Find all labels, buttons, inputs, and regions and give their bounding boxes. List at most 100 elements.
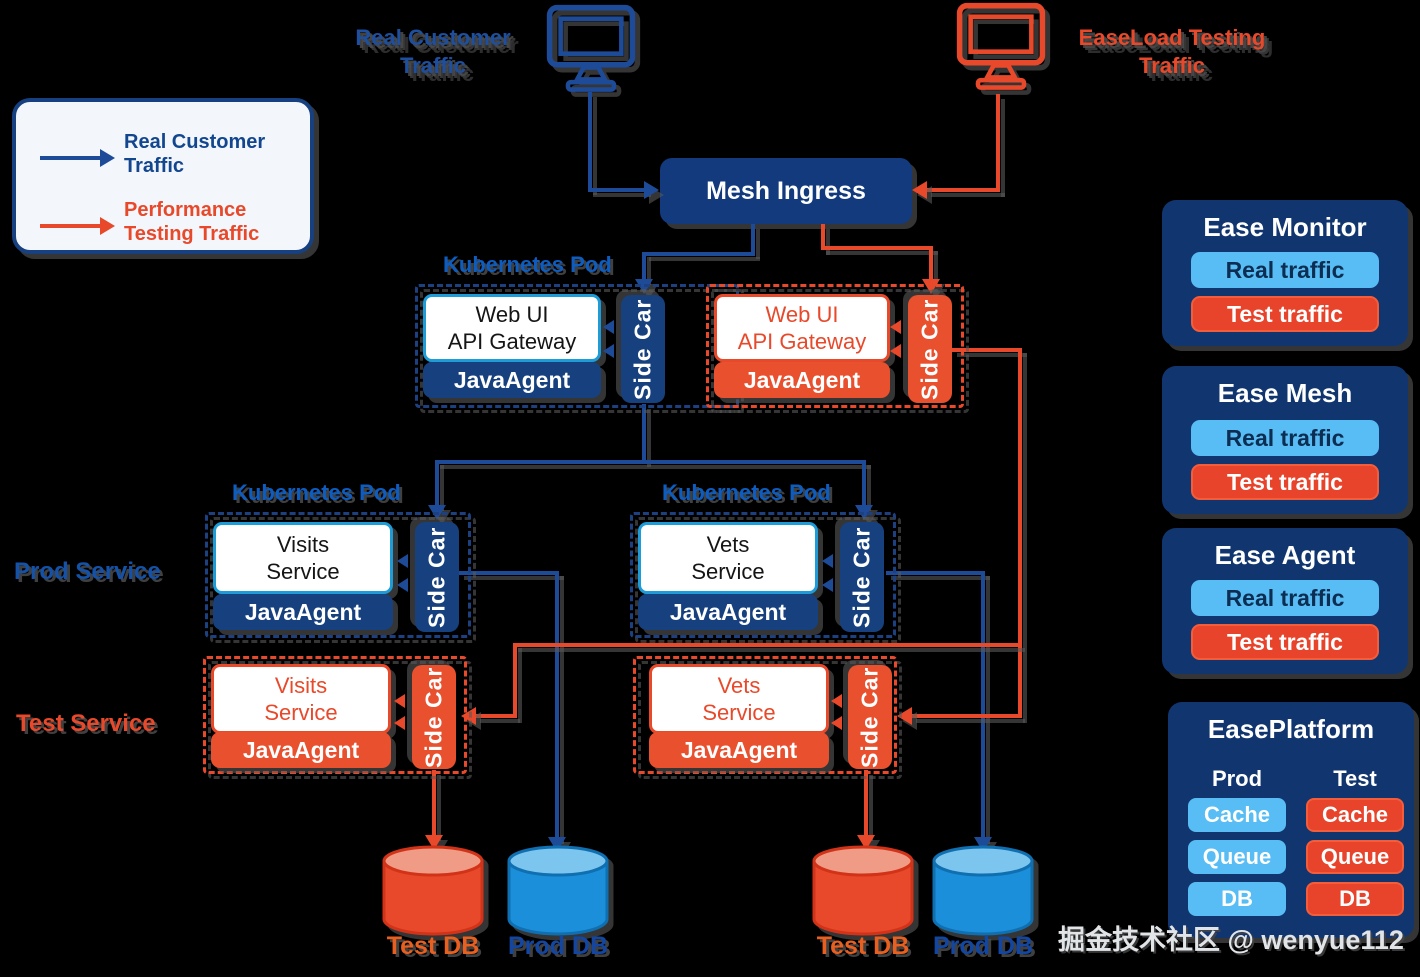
ease-monitor-test-traffic-button: Test traffic <box>1191 296 1379 332</box>
line-mesh-right-orange <box>821 246 933 250</box>
ease-monitor-real-traffic-button: Real traffic <box>1191 252 1379 288</box>
ease-agent-real-traffic-button: Real traffic <box>1191 580 1379 616</box>
line-test-main-vertical <box>1018 348 1022 718</box>
panel-ease-monitor-title: Ease Monitor <box>1203 212 1367 242</box>
test-db-button: DB <box>1306 882 1404 916</box>
visits-prod-pod: Visits Service JavaAgent Side Car <box>205 512 471 638</box>
visits-prod-pod-border <box>205 512 471 638</box>
panel-ease-monitor: Ease Monitor Real traffic Test traffic <box>1162 200 1408 346</box>
prod-queue-button: Queue <box>1188 840 1286 874</box>
arrow-test-into-mesh <box>912 181 927 199</box>
vets-prod-javaagent: JavaAgent <box>638 594 818 630</box>
real-traffic-source-label: Real Customer Traffic <box>355 25 511 78</box>
visits-prod-internal-arrow-1 <box>397 554 408 568</box>
vets-prod-pod-border <box>630 512 896 638</box>
gateway-test-sidecar: Side Car <box>908 295 952 403</box>
panel-ease-platform: EasePlatform Prod Test Cache Queue DB Ca… <box>1168 702 1414 938</box>
line-into-visits-test-sidecar <box>475 714 515 718</box>
vets-test-service-box: Vets Service <box>649 664 829 734</box>
real-traffic-monitor-icon <box>546 4 636 92</box>
gateway-prod-pod: Web UI API Gateway JavaAgent Side Car <box>415 284 739 408</box>
prod-db-cylinder-left <box>507 845 609 936</box>
line-gateway-sidecar-down <box>642 404 646 462</box>
legend-real-label: Real Customer Traffic <box>124 131 266 177</box>
gateway-test-javaagent: JavaAgent <box>714 362 890 398</box>
line-vets-to-proddb-h <box>886 571 985 575</box>
line-into-gateway-sidecar <box>642 252 646 280</box>
visits-test-javaagent: JavaAgent <box>211 732 391 768</box>
line-into-vets-sidecar <box>862 460 866 506</box>
vets-test-sidecar: Side Car <box>848 665 892 769</box>
line-gateway-test-out <box>952 348 1022 352</box>
ease-mesh-test-traffic-button: Test traffic <box>1191 464 1379 500</box>
mesh-ingress-box: Mesh Ingress <box>660 158 912 224</box>
line-vets-test-to-testdb <box>864 770 868 836</box>
legend-test-label: Performance Testing Traffic <box>124 199 260 245</box>
line-visits-test-to-testdb <box>432 770 436 836</box>
vets-test-javaagent: JavaAgent <box>649 732 829 768</box>
ease-mesh-real-traffic-button: Real traffic <box>1191 420 1379 456</box>
gateway-test-service-box: Web UI API Gateway <box>714 294 890 362</box>
test-queue-button: Queue <box>1306 840 1404 874</box>
vets-pod-label: Kubernetes Pod <box>662 480 831 505</box>
vets-test-internal-arrow-2 <box>831 716 842 730</box>
gateway-test-internal-arrow-2 <box>890 344 901 358</box>
arrow-into-vets-test-sidecar <box>897 707 912 725</box>
line-mesh-down-blue <box>751 224 755 254</box>
legend-test-arrow-line <box>40 224 102 228</box>
line-split-horizontal <box>435 460 866 464</box>
line-into-visits-sidecar <box>435 460 439 506</box>
line-test-into-mesh <box>926 188 1000 192</box>
line-test-branch-down <box>513 643 517 718</box>
test-db-label-left: Test DB <box>386 932 480 960</box>
gateway-prod-internal-arrow-1 <box>603 320 614 334</box>
visits-prod-javaagent: JavaAgent <box>213 594 393 630</box>
panel-ease-agent-title: Ease Agent <box>1214 540 1356 570</box>
line-test-monitor-down <box>996 94 1000 192</box>
prod-db-cylinder-right <box>932 845 1034 936</box>
line-test-branch-left <box>513 643 1020 647</box>
vets-prod-service-box: Vets Service <box>638 522 818 594</box>
ease-platform-prod-header: Prod <box>1211 766 1263 791</box>
vets-prod-pod: Vets Service JavaAgent Side Car <box>630 512 896 638</box>
test-db-cylinder-left <box>382 845 484 936</box>
ease-platform-test-header: Test <box>1333 766 1377 791</box>
prod-cache-button: Cache <box>1188 798 1286 832</box>
line-visits-to-proddb-v <box>555 571 559 839</box>
visits-test-sidecar: Side Car <box>412 665 456 769</box>
vets-test-internal-arrow-1 <box>831 694 842 708</box>
vets-prod-internal-arrow-1 <box>822 554 833 568</box>
watermark: 掘金技术社区 @ wenyue112 <box>1058 925 1404 955</box>
line-mesh-left-blue <box>644 252 755 256</box>
test-traffic-monitor-icon <box>956 2 1046 90</box>
ease-platform-title: EasePlatform <box>1207 714 1375 744</box>
test-db-label-right: Test DB <box>816 932 910 960</box>
legend-real-arrow-head <box>100 149 115 167</box>
vets-test-pod-border <box>633 656 897 774</box>
prod-db-label-left: Prod DB <box>508 932 608 960</box>
ease-agent-test-traffic-button: Test traffic <box>1191 624 1379 660</box>
visits-prod-service-box: Visits Service <box>213 522 393 594</box>
gateway-prod-sidecar: Side Car <box>621 295 665 403</box>
test-cache-button: Cache <box>1306 798 1404 832</box>
vets-prod-sidecar: Side Car <box>840 522 884 632</box>
prod-db-button: DB <box>1188 882 1286 916</box>
line-real-monitor-down <box>588 92 592 190</box>
visits-prod-sidecar: Side Car <box>415 522 459 632</box>
visits-test-service-box: Visits Service <box>211 664 391 734</box>
gateway-test-internal-arrow-1 <box>890 320 901 334</box>
gateway-pod-label: Kubernetes Pod <box>443 252 612 277</box>
gateway-prod-javaagent: JavaAgent <box>423 362 601 398</box>
legend-test-arrow-head <box>100 217 115 235</box>
prod-service-row-label: Prod Service <box>14 558 161 585</box>
line-into-gateway-test-sidecar <box>929 246 933 280</box>
test-service-row-label: Test Service <box>16 710 156 737</box>
gateway-prod-service-box: Web UI API Gateway <box>423 294 601 362</box>
line-mesh-down-orange <box>821 224 825 250</box>
legend-box: Real Customer Traffic Performance Testin… <box>12 98 314 254</box>
vets-test-pod: Vets Service JavaAgent Side Car <box>633 656 897 774</box>
test-traffic-source-label: EaseLoad Testing Traffic <box>1078 25 1266 78</box>
test-db-cylinder-right <box>812 845 914 936</box>
line-real-into-mesh <box>588 188 646 192</box>
